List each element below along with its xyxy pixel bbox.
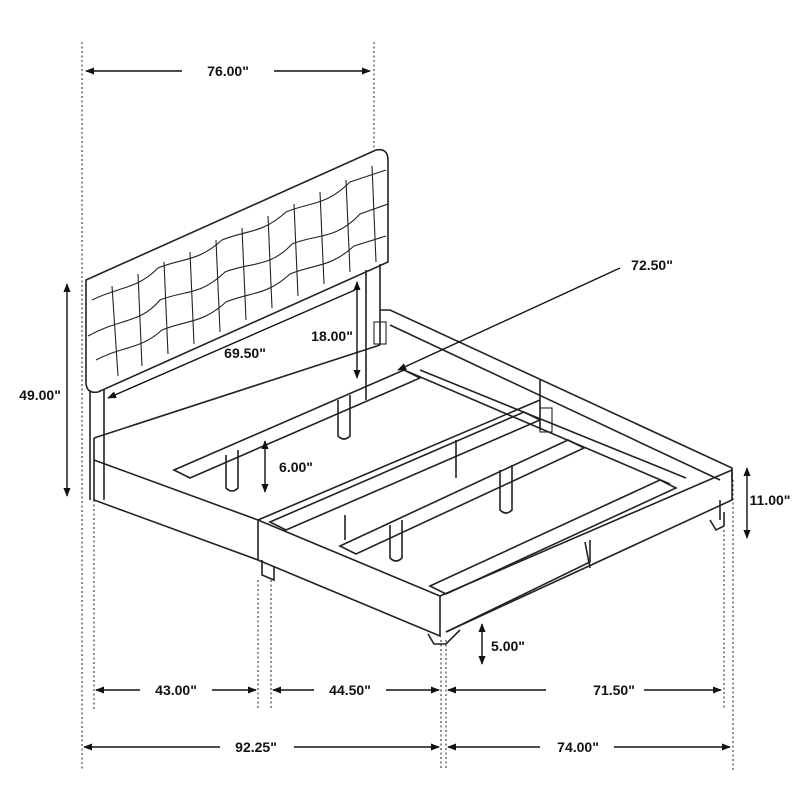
dim-rail-clearance: 6.00" <box>261 440 313 493</box>
dim-leg-height: 5.00" <box>478 623 525 665</box>
label-overall-height: 49.00" <box>19 387 61 403</box>
label-overall-depth: 74.00" <box>557 739 599 755</box>
dim-headboard-width: 69.50" <box>107 289 356 399</box>
label-overall-width: 76.00" <box>207 63 249 79</box>
dim-segment-left: 43.00" <box>95 682 257 698</box>
label-segment-middle: 44.50" <box>329 682 371 698</box>
dim-segment-right: 71.50" <box>447 682 722 698</box>
dim-rail-height: 11.00" <box>743 467 791 539</box>
dim-overall-height: 49.00" <box>19 283 71 497</box>
frame-rails <box>93 344 733 645</box>
dim-overall-length: 92.25" <box>83 739 440 755</box>
label-segment-left: 43.00" <box>155 682 197 698</box>
label-overall-length: 92.25" <box>235 739 277 755</box>
dim-overall-width: 76.00" <box>85 63 371 79</box>
dimension-annotations: 76.00" 72.50" 18.00" 69.50" 49.00" 6.00"… <box>19 63 790 755</box>
extension-lines <box>81 42 734 770</box>
label-segment-right: 71.50" <box>593 682 635 698</box>
dim-diagonal-length: 72.50" <box>397 257 673 371</box>
label-headboard-inner-height: 18.00" <box>311 328 353 344</box>
bed-illustration <box>85 148 733 645</box>
label-diagonal-length: 72.50" <box>631 257 673 273</box>
dim-overall-depth: 74.00" <box>447 739 731 755</box>
dim-headboard-inner-height: 18.00" <box>311 281 361 379</box>
dim-segment-middle: 44.50" <box>272 682 440 698</box>
label-leg-height: 5.00" <box>491 638 525 654</box>
label-rail-clearance: 6.00" <box>279 459 313 475</box>
headboard <box>85 148 389 500</box>
label-rail-height: 11.00" <box>750 492 791 508</box>
label-headboard-width: 69.50" <box>224 345 266 361</box>
